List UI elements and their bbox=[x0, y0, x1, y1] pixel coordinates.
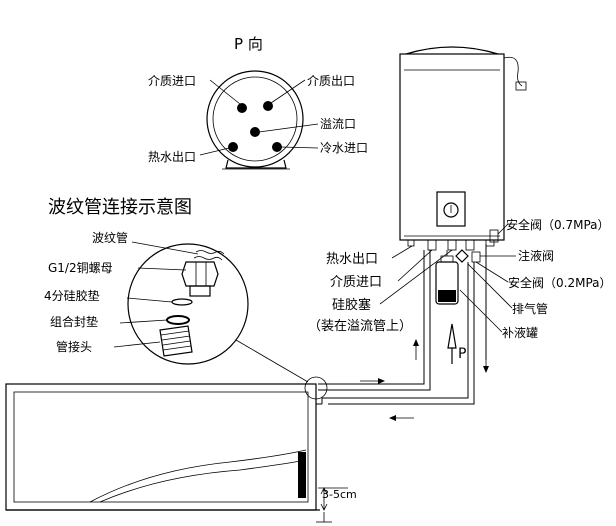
power-plug bbox=[515, 81, 527, 91]
p-label-hot-outlet: 热水出口 bbox=[148, 150, 196, 164]
collector-outlet-bar bbox=[298, 452, 306, 498]
detail-label-corrugated-pipe: 波纹管 bbox=[92, 230, 128, 245]
connecting-pipes bbox=[318, 244, 487, 405]
heater-label-silicone-plug: 硅胶塞 bbox=[332, 297, 371, 313]
p-label-cold-inlet: 冷水进口 bbox=[320, 141, 368, 155]
p-overflow-port bbox=[250, 127, 260, 137]
thermostat-knob bbox=[443, 202, 459, 218]
detail-label-combined-seal: 组合封垫 bbox=[50, 314, 98, 329]
heater-label-plug-note: （装在溢流管上） bbox=[308, 319, 412, 334]
safety-valve-high-body bbox=[489, 229, 499, 243]
flow-arrow-right bbox=[360, 378, 385, 384]
refill-tank-liquid bbox=[438, 290, 456, 302]
magnifier-leader bbox=[235, 339, 309, 383]
heater-label-refill-tank: 补液罐 bbox=[502, 325, 538, 340]
heater-label-hot-water-outlet: 热水出口 bbox=[326, 252, 378, 267]
height-dimension bbox=[316, 487, 348, 523]
p-hot-outlet-port bbox=[228, 142, 238, 152]
p-label-medium-inlet: 介质进口 bbox=[148, 74, 196, 88]
p-view-tank bbox=[199, 70, 319, 170]
p-medium-inlet-port bbox=[237, 103, 247, 113]
p-label-medium-outlet: 介质出口 bbox=[307, 74, 355, 88]
p-marker: P bbox=[458, 346, 466, 362]
detail-label-pipe-fitting: 管接头 bbox=[56, 339, 92, 354]
p-cold-inlet-port bbox=[272, 142, 282, 152]
height-note: 3-5cm bbox=[322, 488, 357, 501]
p-label-overflow: 溢流口 bbox=[320, 117, 356, 131]
detail-label-silicone-gasket: 4分硅胶垫 bbox=[44, 288, 100, 303]
power-cord bbox=[503, 56, 523, 87]
heater-label-safety-valve-low: 安全阀（0.2MPa） bbox=[508, 275, 612, 290]
flow-arrow-down bbox=[483, 352, 489, 373]
detail-magnified-circle bbox=[113, 241, 249, 365]
detail-title: 波纹管连接示意图 bbox=[48, 197, 192, 218]
flow-arrow-up bbox=[413, 339, 419, 360]
fill-valve-body bbox=[455, 249, 469, 263]
detail-label-copper-nut: G1/2铜螺母 bbox=[48, 260, 113, 275]
heater-label-fill-valve: 注液阀 bbox=[518, 248, 554, 263]
heater-label-safety-valve-high: 安全阀（0.7MPa） bbox=[506, 217, 610, 232]
water-heater-tank bbox=[399, 46, 527, 305]
control-panel bbox=[436, 191, 466, 227]
p-view-title: P 向 bbox=[234, 35, 263, 53]
heater-label-exhaust-pipe: 排气管 bbox=[512, 301, 548, 316]
heater-label-medium-inlet: 介质进口 bbox=[330, 275, 382, 290]
p-view-arrow bbox=[447, 323, 457, 364]
p-medium-outlet-port bbox=[263, 101, 273, 111]
flow-arrow-left bbox=[389, 415, 414, 421]
solar-collector bbox=[5, 383, 322, 511]
